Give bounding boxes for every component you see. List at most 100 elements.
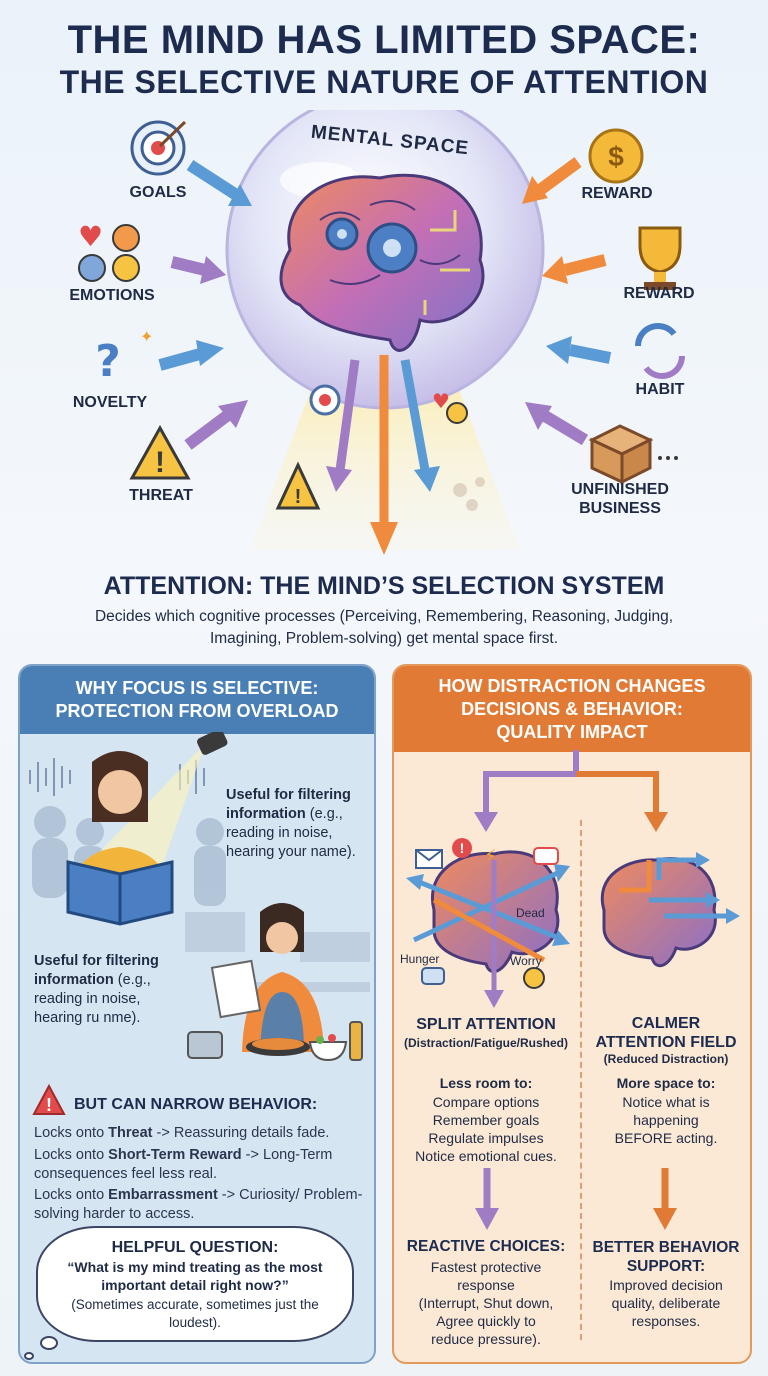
reactive-line: Agree quickly to xyxy=(436,1313,536,1329)
factor-habit: HABIT xyxy=(635,381,685,398)
lock-threat-post: -> Reassuring details fade. xyxy=(152,1125,330,1141)
calm-item: Notice what is xyxy=(622,1094,710,1110)
warning-icon: ! xyxy=(275,461,321,510)
bottle-icon xyxy=(349,1021,363,1061)
heart-icon: ♥ xyxy=(78,220,103,253)
distraction-illustration: ! ⚡ xyxy=(406,750,740,1008)
reactive-choices-title: REACTIVE CHOICES: xyxy=(406,1238,566,1255)
better-line: responses. xyxy=(631,1313,701,1329)
sad-face-icon xyxy=(112,224,140,252)
split-lead: Less room to: xyxy=(439,1075,533,1091)
helpful-question-title: HELPFUL QUESTION: xyxy=(111,1239,279,1256)
calm-attention-sub: (Reduced Distraction) xyxy=(603,1052,729,1066)
reactive-line: Fastest protective xyxy=(430,1259,542,1275)
reactive-line: reduce pressure). xyxy=(431,1331,541,1347)
alert-icon: ! xyxy=(452,838,472,858)
page-title-line2: THE SELECTIVE NATURE OF ATTENTION xyxy=(59,64,709,100)
split-list: Compare options Remember goals Regulate … xyxy=(396,1093,576,1165)
arrow-unfinished xyxy=(525,402,589,446)
page-title-line1: THE MIND HAS LIMITED SPACE: xyxy=(67,18,701,62)
warning-icon: ! xyxy=(32,1084,66,1115)
target-icon xyxy=(309,384,341,416)
split-item: Compare options xyxy=(432,1094,540,1110)
arrow-reward-2 xyxy=(542,254,607,284)
helpful-question-cloud xyxy=(36,1226,354,1342)
svg-text:♥: ♥ xyxy=(432,389,450,413)
reactive-choices-text: Fastest protective response (Interrupt, … xyxy=(396,1258,576,1348)
calm-item: happening xyxy=(633,1112,699,1128)
split-attention-title: SPLIT ATTENTION xyxy=(416,1016,556,1033)
narrow-behavior-title: BUT CAN NARROW BEHAVIOR: xyxy=(74,1096,318,1113)
section-title: ATTENTION: THE MIND’S SELECTION SYSTEM xyxy=(103,572,665,600)
better-behavior-title: BETTER BEHAVIOR SUPPORT: xyxy=(584,1238,748,1276)
arrow-goals xyxy=(186,159,252,206)
svg-text:!: ! xyxy=(155,446,165,479)
lock-short-term-reward: Locks onto Short-Term Reward -> Long-Ter… xyxy=(34,1146,364,1184)
factor-emotions: EMOTIONS xyxy=(69,287,155,304)
trophy-icon xyxy=(638,226,682,290)
svg-text:⚡: ⚡ xyxy=(484,846,497,867)
sad-face-icon xyxy=(78,254,106,282)
useful-filtering-2: Useful for filtering information (e.g., … xyxy=(34,952,174,1028)
useful-filtering-2-rest: (e.g., reading in noise, hearing ru nme)… xyxy=(34,972,151,1026)
label-hunger: Hunger xyxy=(400,952,440,966)
better-title-2: SUPPORT: xyxy=(626,1258,706,1275)
reactive-line: response xyxy=(457,1277,515,1293)
coin-icon: $ xyxy=(588,128,644,184)
arrow-emotions xyxy=(170,256,226,284)
question-mark-icon: ? ✦ xyxy=(95,327,153,387)
lock-reward-pre: Locks onto xyxy=(34,1147,109,1163)
better-line: Improved decision xyxy=(609,1277,723,1293)
left-panel-header: WHY FOCUS IS SELECTIVE: PROTECTION FROM … xyxy=(20,666,374,734)
better-line: quality, deliberate xyxy=(611,1295,721,1311)
chat-icon xyxy=(421,967,445,985)
arrow-reward-1 xyxy=(522,157,582,204)
attention-illustration: ! ♥ ♥ ? ✦ ! $ xyxy=(78,110,685,555)
split-item: Remember goals xyxy=(432,1112,540,1128)
svg-text:!: ! xyxy=(460,840,465,856)
lock-embarrassment-bold: Embarrassment xyxy=(108,1187,218,1203)
right-panel-title-2: DECISIONS & BEHAVIOR: xyxy=(461,699,683,719)
lock-threat-bold: Threat xyxy=(108,1125,153,1141)
svg-text:?: ? xyxy=(95,336,121,387)
cooking-person xyxy=(210,903,324,1052)
down-arrow-split xyxy=(475,1168,499,1230)
factor-novelty: NOVELTY xyxy=(72,394,148,411)
lock-reward-bold: Short-Term Reward xyxy=(108,1147,242,1163)
reactive-line: (Interrupt, Shut down, xyxy=(418,1295,554,1311)
heart-icon: ♥ xyxy=(432,389,450,413)
thought-bubble-small xyxy=(24,1352,34,1360)
useful-filtering-1-bold: Useful for filtering information xyxy=(226,787,351,822)
book-icon xyxy=(66,860,174,926)
left-panel-title-1: WHY FOCUS IS SELECTIVE: xyxy=(75,678,319,698)
cycle-icon xyxy=(635,323,685,379)
factor-unfinished-line2: BUSINESS xyxy=(579,500,661,517)
factor-threat: THREAT xyxy=(129,487,193,504)
factor-unfinished-line1: UNFINISHED xyxy=(571,481,669,498)
bowl-icon xyxy=(308,1034,348,1062)
arrow-novelty xyxy=(158,340,224,371)
warning-icon: ! xyxy=(129,424,191,480)
label-dead: Dead xyxy=(516,906,545,920)
lock-embarrassment: Locks onto Embarrassment -> Curiosity/ P… xyxy=(34,1186,364,1224)
sad-face-icon xyxy=(523,967,545,989)
better-behavior-text: Improved decision quality, deliberate re… xyxy=(584,1276,748,1330)
calm-title-2: ATTENTION FIELD xyxy=(595,1034,737,1051)
lock-threat-pre: Locks onto xyxy=(34,1125,109,1141)
calm-title-1: CALMER xyxy=(631,1015,701,1032)
svg-text:$: $ xyxy=(608,141,624,172)
lock-reward-post: -> Long-Term consequences feel less real… xyxy=(34,1147,333,1182)
brain-icon xyxy=(600,857,717,968)
calm-list: Notice what is happening BEFORE acting. xyxy=(584,1093,748,1147)
lock-threat: Locks onto Threat -> Reassuring details … xyxy=(34,1124,364,1143)
right-panel: HOW DISTRACTION CHANGES DECISIONS & BEHA… xyxy=(392,664,752,1364)
factor-reward-2: REWARD xyxy=(623,285,695,302)
split-attention-sub: (Distraction/Fatigue/Rushed) xyxy=(403,1036,568,1050)
lock-embarrassment-post: -> Curiosity/ Problem-solving harder to … xyxy=(34,1187,363,1222)
better-title-1: BETTER BEHAVIOR xyxy=(592,1239,740,1256)
target-icon xyxy=(130,120,187,176)
useful-filtering-2-bold: Useful for filtering information xyxy=(34,953,159,988)
gear-icon xyxy=(325,217,418,274)
right-panel-title-1: HOW DISTRACTION CHANGES xyxy=(438,676,706,696)
label-worry: Worry xyxy=(510,954,542,968)
